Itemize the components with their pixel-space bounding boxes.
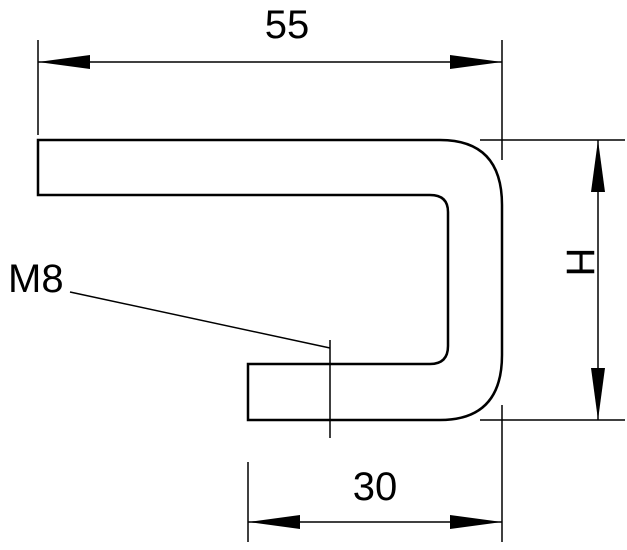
arrowhead-top-right (450, 55, 502, 69)
dimension-label-bottom: 30 (353, 465, 398, 509)
dimension-right: H (480, 139, 625, 421)
arrowhead-right-top (591, 140, 605, 192)
thread-callout: M8 (8, 257, 331, 438)
arrowhead-top-left (38, 55, 90, 69)
leader-line (69, 291, 331, 349)
part-outline (36, 138, 504, 422)
arrowhead-bottom-right (450, 515, 502, 529)
dimension-label-top: 55 (265, 3, 310, 47)
dimension-label-right: H (558, 248, 602, 277)
arrowhead-bottom-left (248, 515, 300, 529)
arrowhead-right-bottom (591, 368, 605, 420)
thread-label: M8 (8, 257, 64, 301)
dimension-top: 55 (37, 3, 503, 160)
dimension-bottom: 30 (247, 405, 503, 542)
